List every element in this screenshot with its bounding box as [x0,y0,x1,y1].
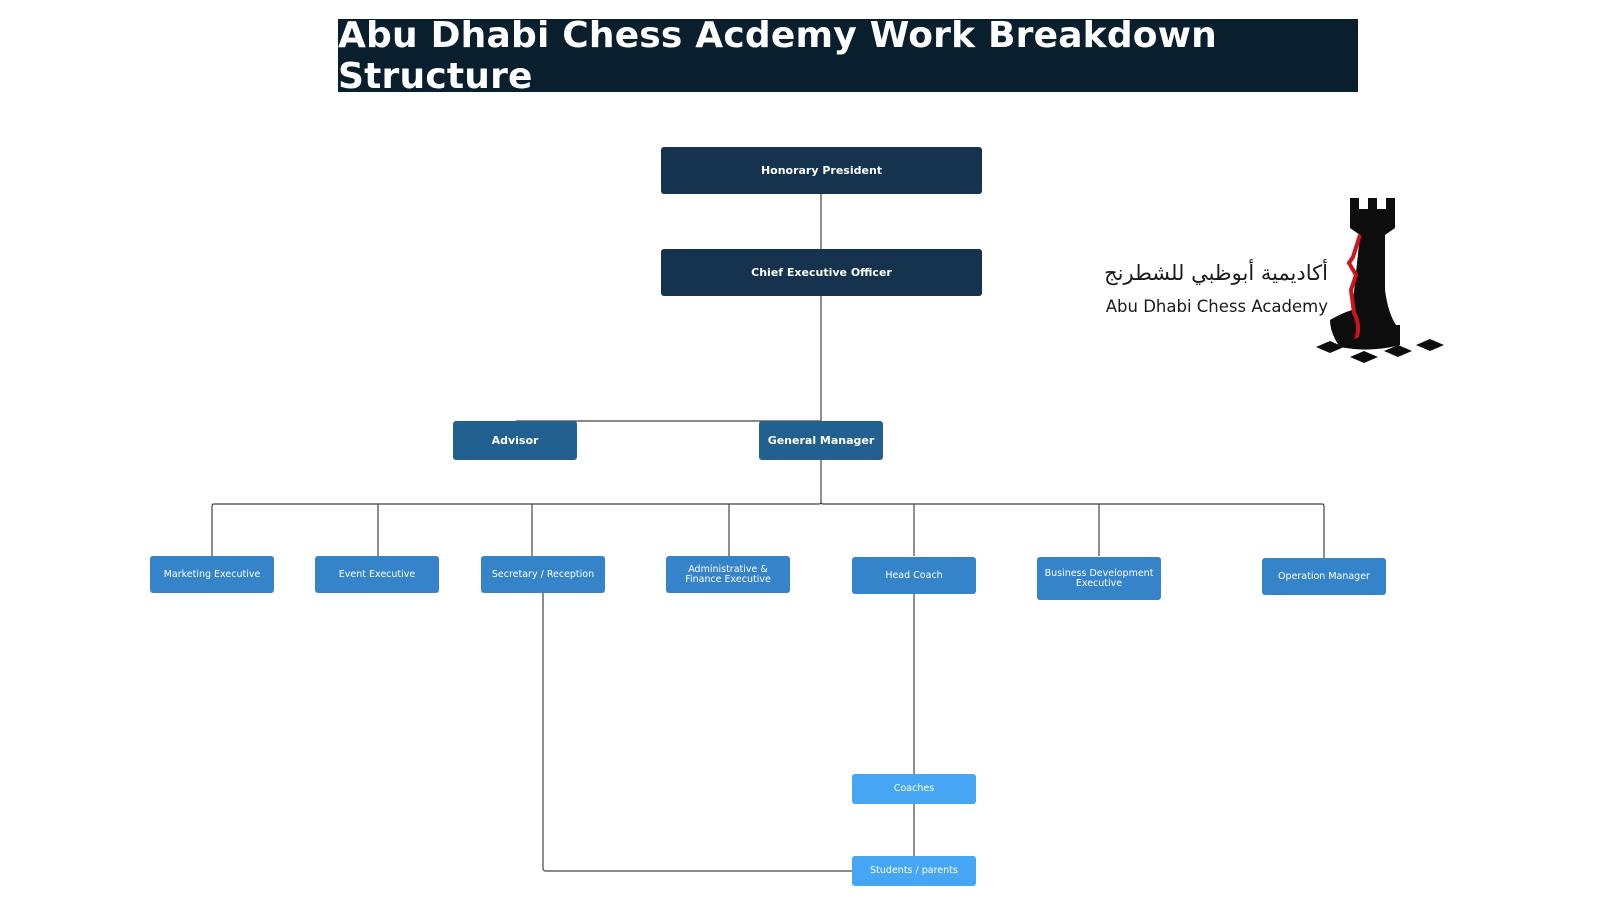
page-title: Abu Dhabi Chess Acdemy Work Breakdown St… [338,14,1218,97]
title-banner: Abu Dhabi Chess Acdemy Work Breakdown St… [338,15,1358,97]
connector-staff-bus [211,501,1325,558]
node-event-executive: Event Executive [315,556,439,593]
chess-rook-icon [1316,198,1444,363]
node-admin-finance-executive: Administrative & Finance Executive [666,556,790,593]
logo-english-name: Abu Dhabi Chess Academy [1105,297,1328,316]
node-chief-executive-officer: Chief Executive Officer [661,249,982,296]
node-business-development-executive: Business Development Executive [1037,557,1161,600]
node-general-manager: General Manager [759,421,883,460]
node-advisor: Advisor [453,421,577,460]
node-students-parents: Students / parents [852,856,976,886]
node-coaches: Coaches [852,774,976,804]
connector-secretary-students [542,592,853,872]
node-secretary-reception: Secretary / Reception [481,556,605,593]
logo-arabic-name: أكاديمية أبوظبي للشطرنج [1104,261,1328,285]
node-marketing-executive: Marketing Executive [150,556,274,593]
node-operation-manager: Operation Manager [1262,558,1386,595]
node-honorary-president: Honorary President [661,147,982,194]
academy-logo: أكاديمية أبوظبي للشطرنج Abu Dhabi Chess … [1080,195,1460,375]
node-head-coach: Head Coach [852,557,976,594]
